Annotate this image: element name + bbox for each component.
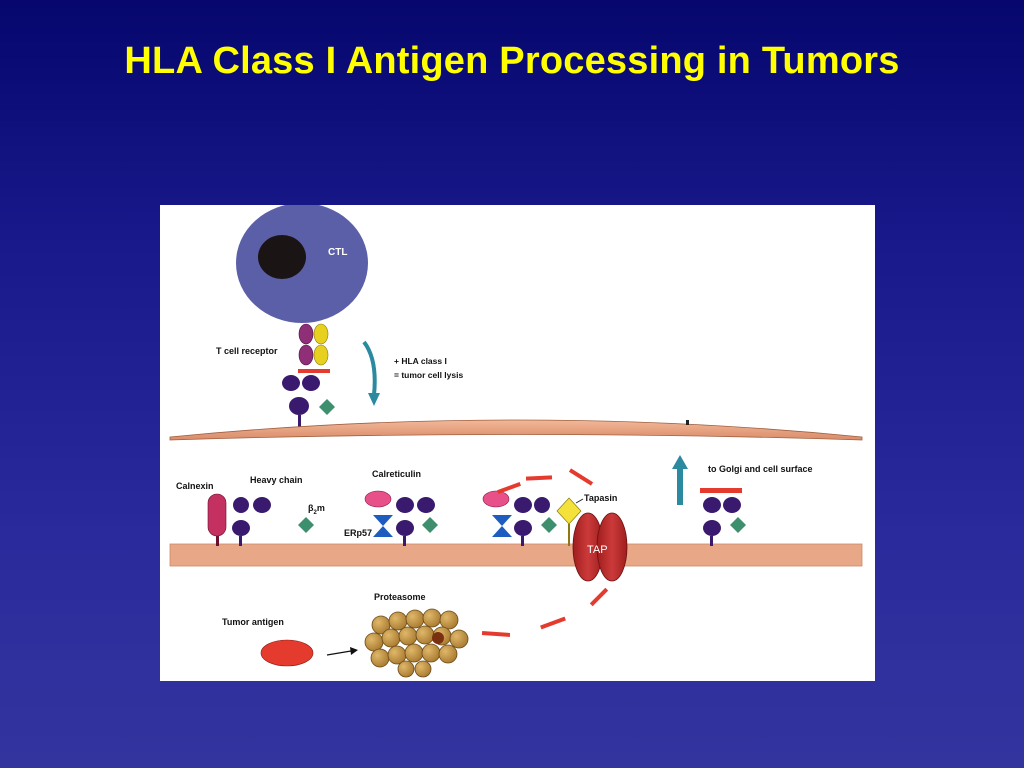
peptide-fragment [589,587,609,607]
tapasin-pointer [575,498,584,504]
b2m-3 [541,517,557,533]
tapasin-stem [568,524,570,546]
hla-class-i-label: + HLA class I [394,356,447,366]
heavy-chain-1 [232,497,271,546]
tcr-alpha-upper [298,323,314,345]
heavy-chain-4 [703,497,741,546]
diagram-panel: CTL T cell receptor + HLA class I = tumo… [160,205,875,681]
tcr-beta-upper [313,323,329,345]
slide-title: HLA Class I Antigen Processing in Tumors [124,40,900,82]
b2m-2 [422,517,438,533]
b2m-label: β2m [308,503,325,516]
peptide-fragment [540,616,566,630]
b2m-4 [730,517,746,533]
surface-hla-stem [298,415,301,427]
loaded-peptide [700,488,742,493]
tumor-cell-lysis-label: = tumor cell lysis [394,370,463,380]
tumor-antigen-label: Tumor antigen [222,617,284,627]
peptide-fragments [481,468,609,637]
surface-hla-alpha1 [282,375,300,391]
ctl-label: CTL [328,247,347,258]
calreticulin-label: Calreticulin [372,469,421,479]
tap-transporter: TAP [572,512,628,582]
peptide-fragment [481,631,511,637]
surface-hla-alpha2 [302,375,320,391]
arrow-right-icon [326,647,358,656]
tumor-cell-membrane [169,419,863,441]
calnexin-label: Calnexin [176,481,214,491]
heavy-chain-label: Heavy chain [250,475,303,485]
tapasin-label: Tapasin [584,493,617,503]
t-cell-receptor-label: T cell receptor [216,346,278,356]
tcr-beta-lower [313,344,329,366]
tap-label: TAP [587,544,608,556]
heavy-chain-3 [514,497,550,546]
erp57-label: ERp57 [344,528,372,538]
t-cell-receptor [298,323,329,366]
calnexin-stem [216,536,219,546]
surface-hla-class-i [282,375,335,427]
calreticulin-2 [482,490,510,508]
heavy-chain-2 [396,497,435,546]
surface-peptide [298,369,330,373]
erp57-2 [492,515,512,537]
proteasome-core [432,632,444,644]
peptide-fragment [525,475,553,481]
golgi-label: to Golgi and cell surface [708,464,813,474]
ctl-cell: CTL [236,205,368,323]
er-membrane [169,543,863,567]
calnexin [207,493,227,537]
calreticulin-1 [364,490,392,508]
peptide-fragment [568,468,594,486]
tcr-alpha-lower [298,344,314,366]
proteasome-label: Proteasome [374,592,426,602]
membrane-mark [686,420,689,425]
tumor-antigen [260,639,314,667]
cycle-down-arrow-icon [362,340,380,406]
golgi-up-arrow-icon [672,455,688,505]
free-b2m [298,517,314,533]
erp57-1 [373,515,393,537]
ctl-nucleus [258,235,306,279]
diagram-svg: CTL T cell receptor + HLA class I = tumo… [169,205,863,678]
peptide-fragment [497,482,521,494]
proteasome [364,608,469,678]
surface-b2m [319,399,335,415]
surface-hla-alpha3 [289,397,309,415]
